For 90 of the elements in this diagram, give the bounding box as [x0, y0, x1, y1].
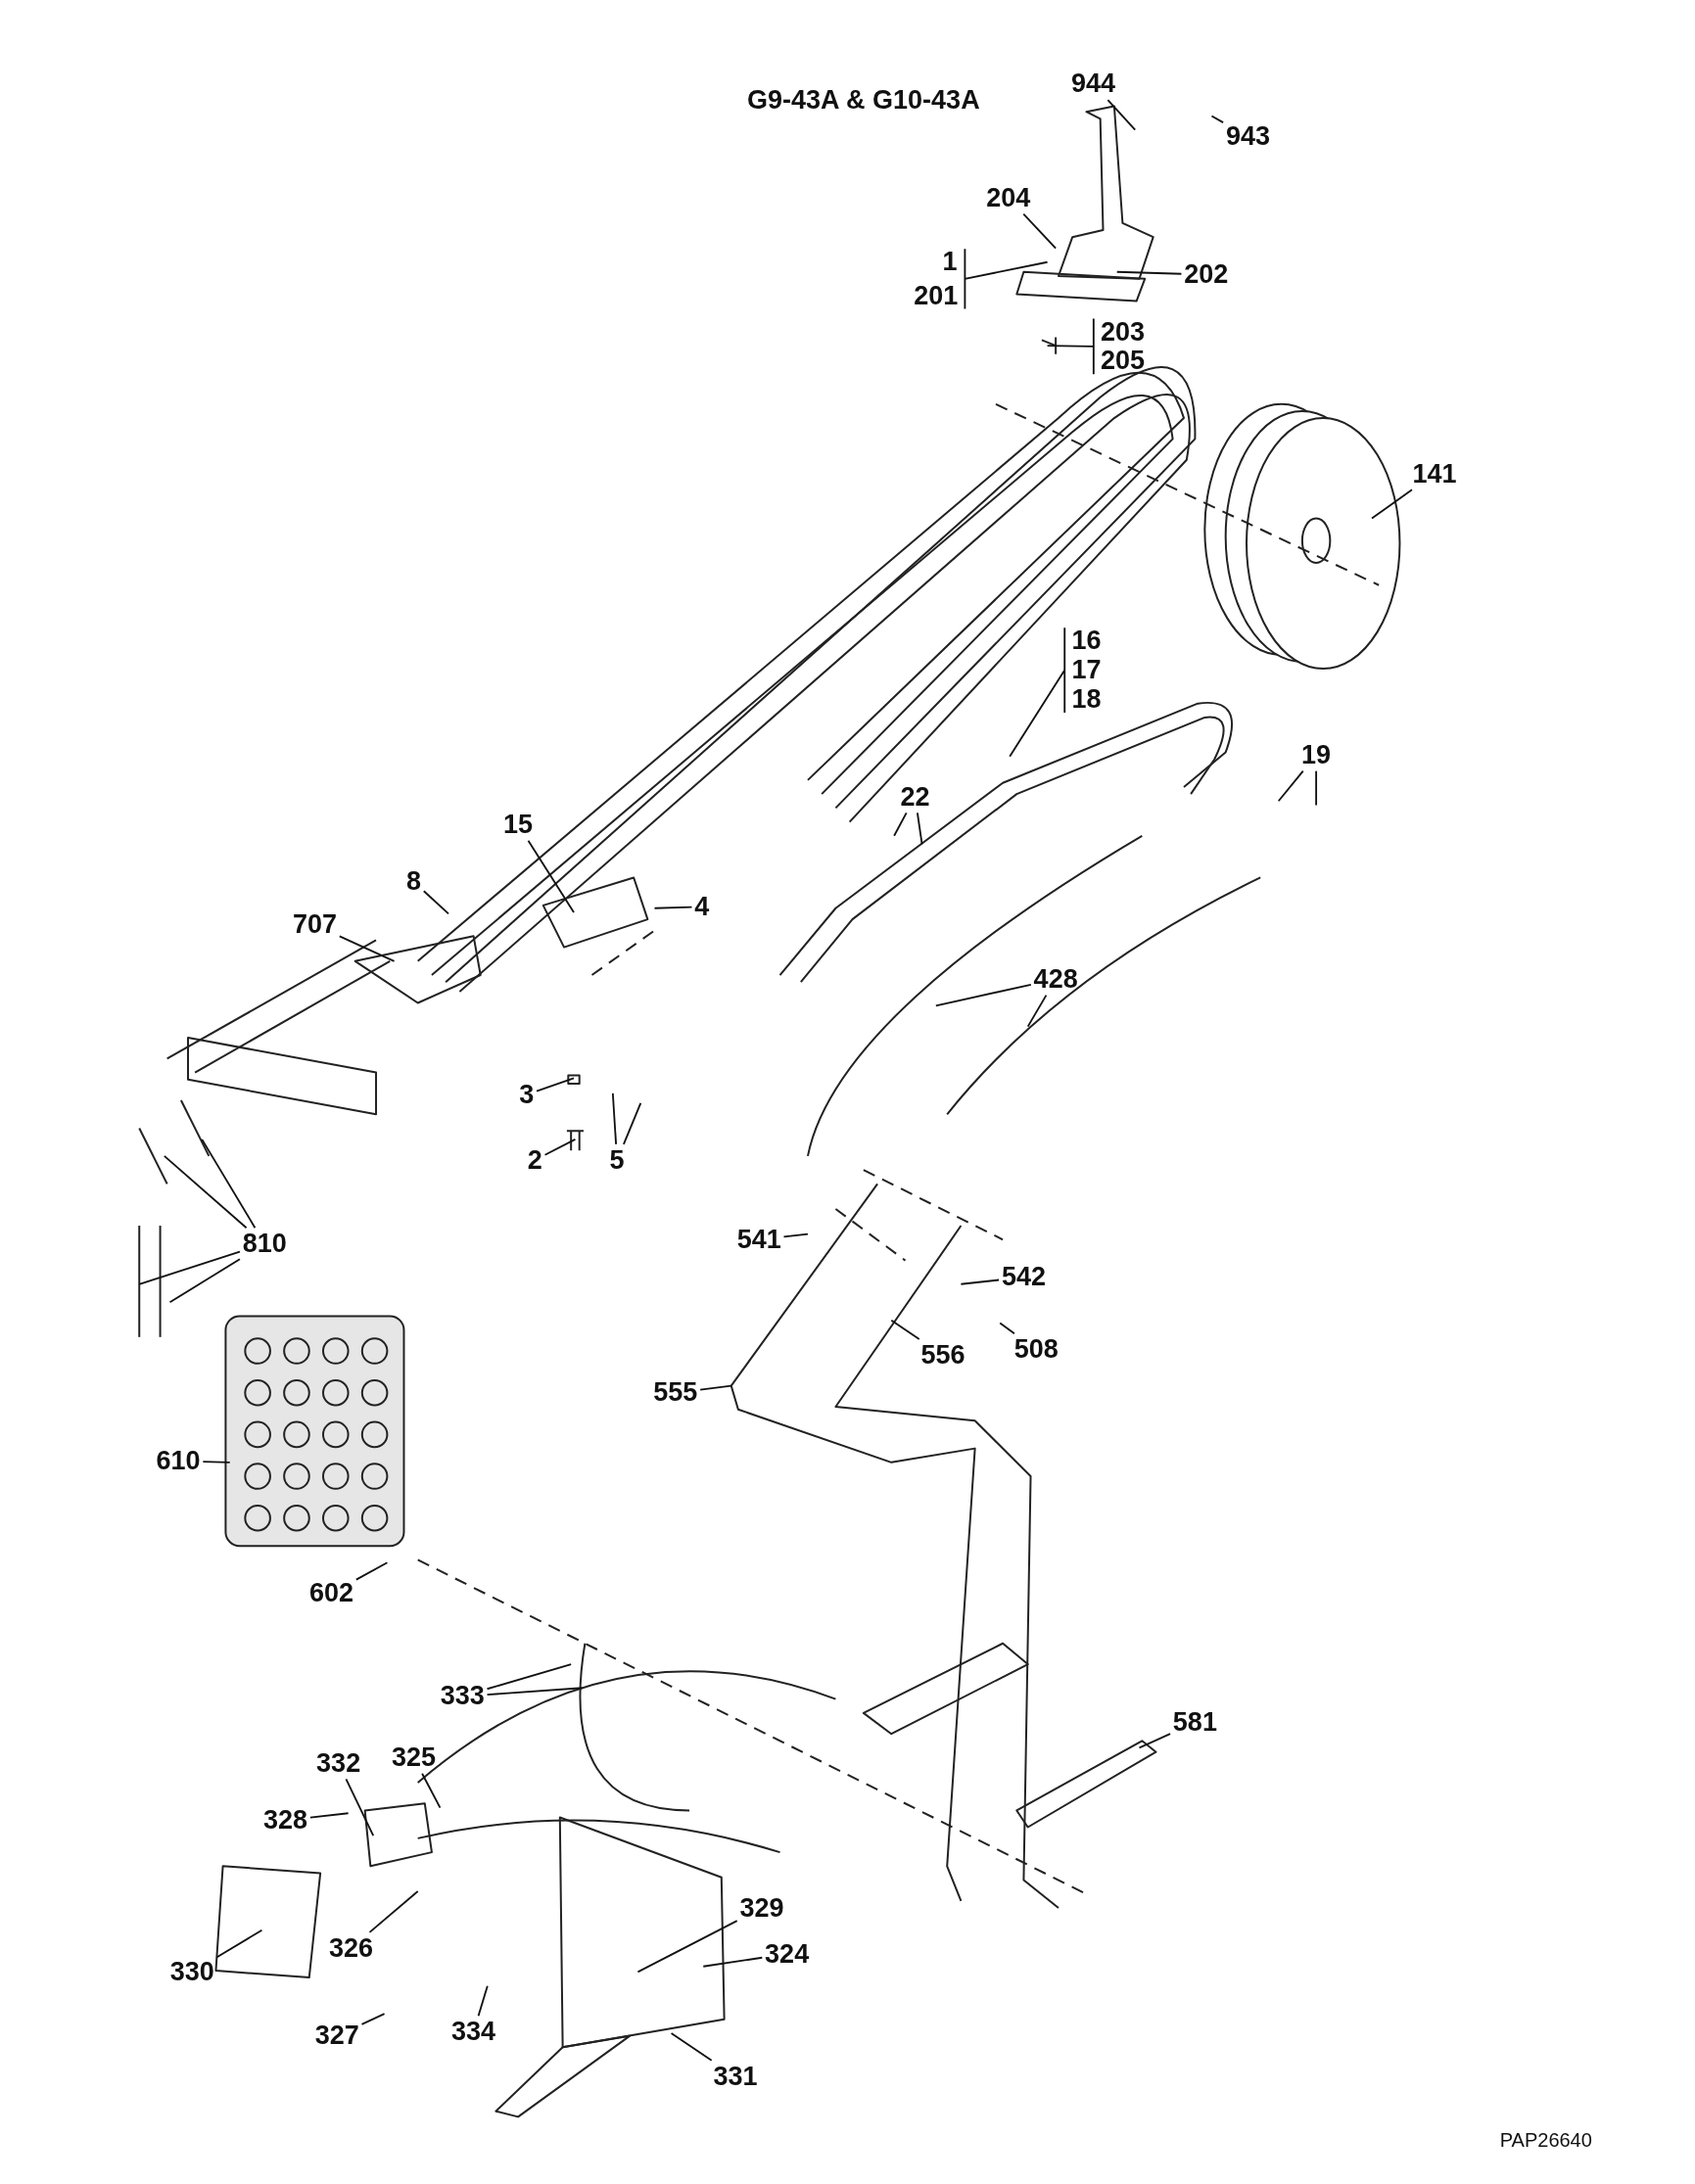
leader-line — [1115, 270, 1183, 275]
callout-number: 5 — [609, 1146, 625, 1174]
callout-number: 602 — [309, 1579, 354, 1606]
leader-line — [960, 1278, 1001, 1285]
callout-number: 556 — [920, 1341, 965, 1369]
callout-number: 19 — [1301, 741, 1332, 768]
leader-line — [653, 906, 693, 909]
callout-number: 542 — [1001, 1263, 1046, 1290]
leader-line — [345, 1778, 375, 1836]
drawing-number: PAP26640 — [1499, 2128, 1592, 2152]
callout-number: 18 — [1071, 685, 1102, 713]
leader-line — [421, 1772, 442, 1809]
leader-line — [699, 1384, 732, 1391]
callout-number: 8 — [405, 867, 421, 895]
callout-number: 328 — [263, 1806, 308, 1834]
leader-line — [782, 1232, 809, 1238]
callout-number: 203 — [1100, 318, 1145, 345]
callout-number: 2 — [527, 1146, 542, 1174]
callout-number: 329 — [739, 1894, 784, 1922]
callout-number: 4 — [694, 893, 710, 920]
callout-number: 16 — [1071, 627, 1102, 654]
leader-line — [202, 1461, 231, 1464]
callout-number: 331 — [713, 2063, 758, 2090]
leader-line — [543, 1138, 577, 1156]
leader-line — [611, 1092, 618, 1145]
callout-number: 205 — [1100, 347, 1145, 374]
callout-number: 707 — [292, 910, 337, 938]
leader-line — [138, 1250, 241, 1285]
leader-line — [964, 248, 1049, 310]
leader-line — [623, 1101, 642, 1145]
leader-line — [1022, 212, 1058, 250]
callout-number: 3 — [519, 1081, 535, 1108]
leader-line — [636, 1920, 738, 1974]
leader-line — [1277, 769, 1304, 803]
leader-line — [354, 1561, 389, 1581]
callout-number: 330 — [169, 1958, 214, 1985]
leader-line — [486, 1687, 584, 1696]
leader-line — [536, 1077, 575, 1092]
callout-number: 332 — [316, 1749, 361, 1777]
callout-number: 944 — [1071, 70, 1116, 97]
diagram-title: G9-43A & G10-43A — [747, 84, 980, 116]
callout-number: 327 — [314, 2021, 359, 2049]
callout-number: 141 — [1412, 460, 1457, 488]
leader-line — [422, 890, 449, 915]
callout-number: 326 — [328, 1934, 373, 1962]
callout-number: 943 — [1225, 122, 1270, 150]
callout-number: 428 — [1033, 965, 1078, 993]
leader-line — [1315, 769, 1318, 807]
callout-number: 201 — [914, 282, 959, 309]
leader-line — [1106, 99, 1137, 131]
callout-number: 17 — [1071, 656, 1102, 683]
leader-line — [360, 2013, 386, 2025]
leader-line — [168, 1258, 241, 1304]
callout-number: 555 — [653, 1378, 698, 1406]
leader-line — [477, 1984, 489, 2018]
leader-line — [1046, 317, 1095, 376]
leader-line — [890, 1319, 920, 1340]
leader-line — [916, 812, 923, 846]
leader-line — [486, 1663, 573, 1691]
callout-number: 1 — [942, 248, 958, 275]
leader-line — [201, 1138, 257, 1230]
leader-line — [999, 1322, 1015, 1335]
callout-number: 508 — [1013, 1335, 1059, 1363]
callout-number: 324 — [765, 1940, 810, 1968]
callout-number: 204 — [986, 184, 1031, 211]
leader-line — [934, 983, 1032, 1007]
leader-line — [670, 2032, 713, 2062]
leader-line — [215, 1928, 263, 1959]
callout-number: 541 — [736, 1226, 781, 1253]
callout-number: 325 — [391, 1743, 436, 1771]
callout-number: 334 — [451, 2018, 496, 2045]
callout-number: 610 — [156, 1447, 201, 1474]
callout-number: 22 — [900, 783, 930, 811]
leader-line — [1138, 1733, 1171, 1749]
leader-line — [163, 1155, 248, 1230]
callout-number: 333 — [440, 1682, 485, 1709]
leader-line — [1371, 488, 1413, 520]
leader-line — [1026, 994, 1048, 1028]
callout-number: 810 — [242, 1230, 287, 1257]
leader-line — [1210, 115, 1225, 124]
callout-number: 202 — [1184, 260, 1229, 288]
leader-line — [338, 935, 396, 962]
leader-line — [1009, 627, 1066, 758]
leader-line — [702, 1956, 764, 1968]
leader-line — [527, 839, 575, 913]
callout-number: 581 — [1172, 1708, 1217, 1736]
callout-number: 15 — [503, 811, 534, 838]
leader-line — [893, 812, 908, 837]
leader-line — [308, 1812, 350, 1819]
leader-line — [368, 1890, 419, 1933]
